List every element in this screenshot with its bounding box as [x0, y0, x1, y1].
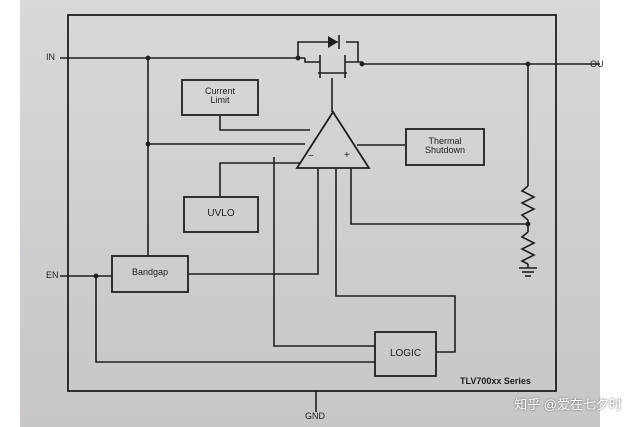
photo-background [20, 0, 600, 427]
junction-dot [295, 55, 301, 61]
diode-triangle [328, 36, 338, 48]
thermal-line2: Shutdown [424, 145, 466, 156]
minus-input-wire [188, 168, 319, 275]
chip-outline [67, 14, 557, 392]
bandgap-block [111, 255, 189, 293]
thermal-line1: Thermal [428, 136, 462, 146]
resistor-bottom [520, 231, 536, 265]
logic-right-wire [335, 168, 456, 353]
uvlo-wire [219, 162, 300, 196]
thermal-shutdown-label: Thermal Shutdown [406, 136, 484, 156]
current-limit-line2: Limit [210, 95, 230, 106]
error-amplifier [295, 110, 371, 169]
pin-in-label: IN [46, 52, 55, 62]
feedback-wire [350, 168, 528, 225]
uvlo-block [183, 196, 259, 233]
watermark: 知乎 @爱在七夕时 [514, 397, 622, 412]
bandgap-label: Bandgap [131, 267, 169, 277]
diode-left-wire [297, 41, 338, 58]
logic-label: LOGIC [389, 348, 422, 359]
pass-fet-source [304, 58, 320, 63]
logic-block [374, 331, 437, 377]
series-label: TLV700xx Series [460, 376, 531, 386]
current-limit-wire [219, 116, 310, 131]
amp-to-logic-wire [273, 157, 375, 347]
pin-gnd-label: GND [305, 411, 325, 421]
junction-dot [525, 221, 531, 227]
out-wire [345, 61, 600, 65]
thermal-shutdown-block [405, 128, 485, 166]
amp-minus-label: − [308, 151, 314, 162]
current-limit-line1: Current [204, 86, 235, 96]
diode-right-wire [346, 41, 359, 62]
current-limit-block [181, 79, 259, 116]
pin-out-label: OU [590, 59, 604, 69]
resistor-top [520, 185, 536, 221]
current-limit-label: Current Limit [182, 86, 258, 106]
uvlo-label: UVLO [207, 208, 235, 219]
amp-plus-label: + [344, 150, 350, 161]
pin-en-label: EN [46, 270, 59, 280]
junction-dot [359, 61, 365, 67]
en-to-logic-wire [95, 276, 375, 363]
